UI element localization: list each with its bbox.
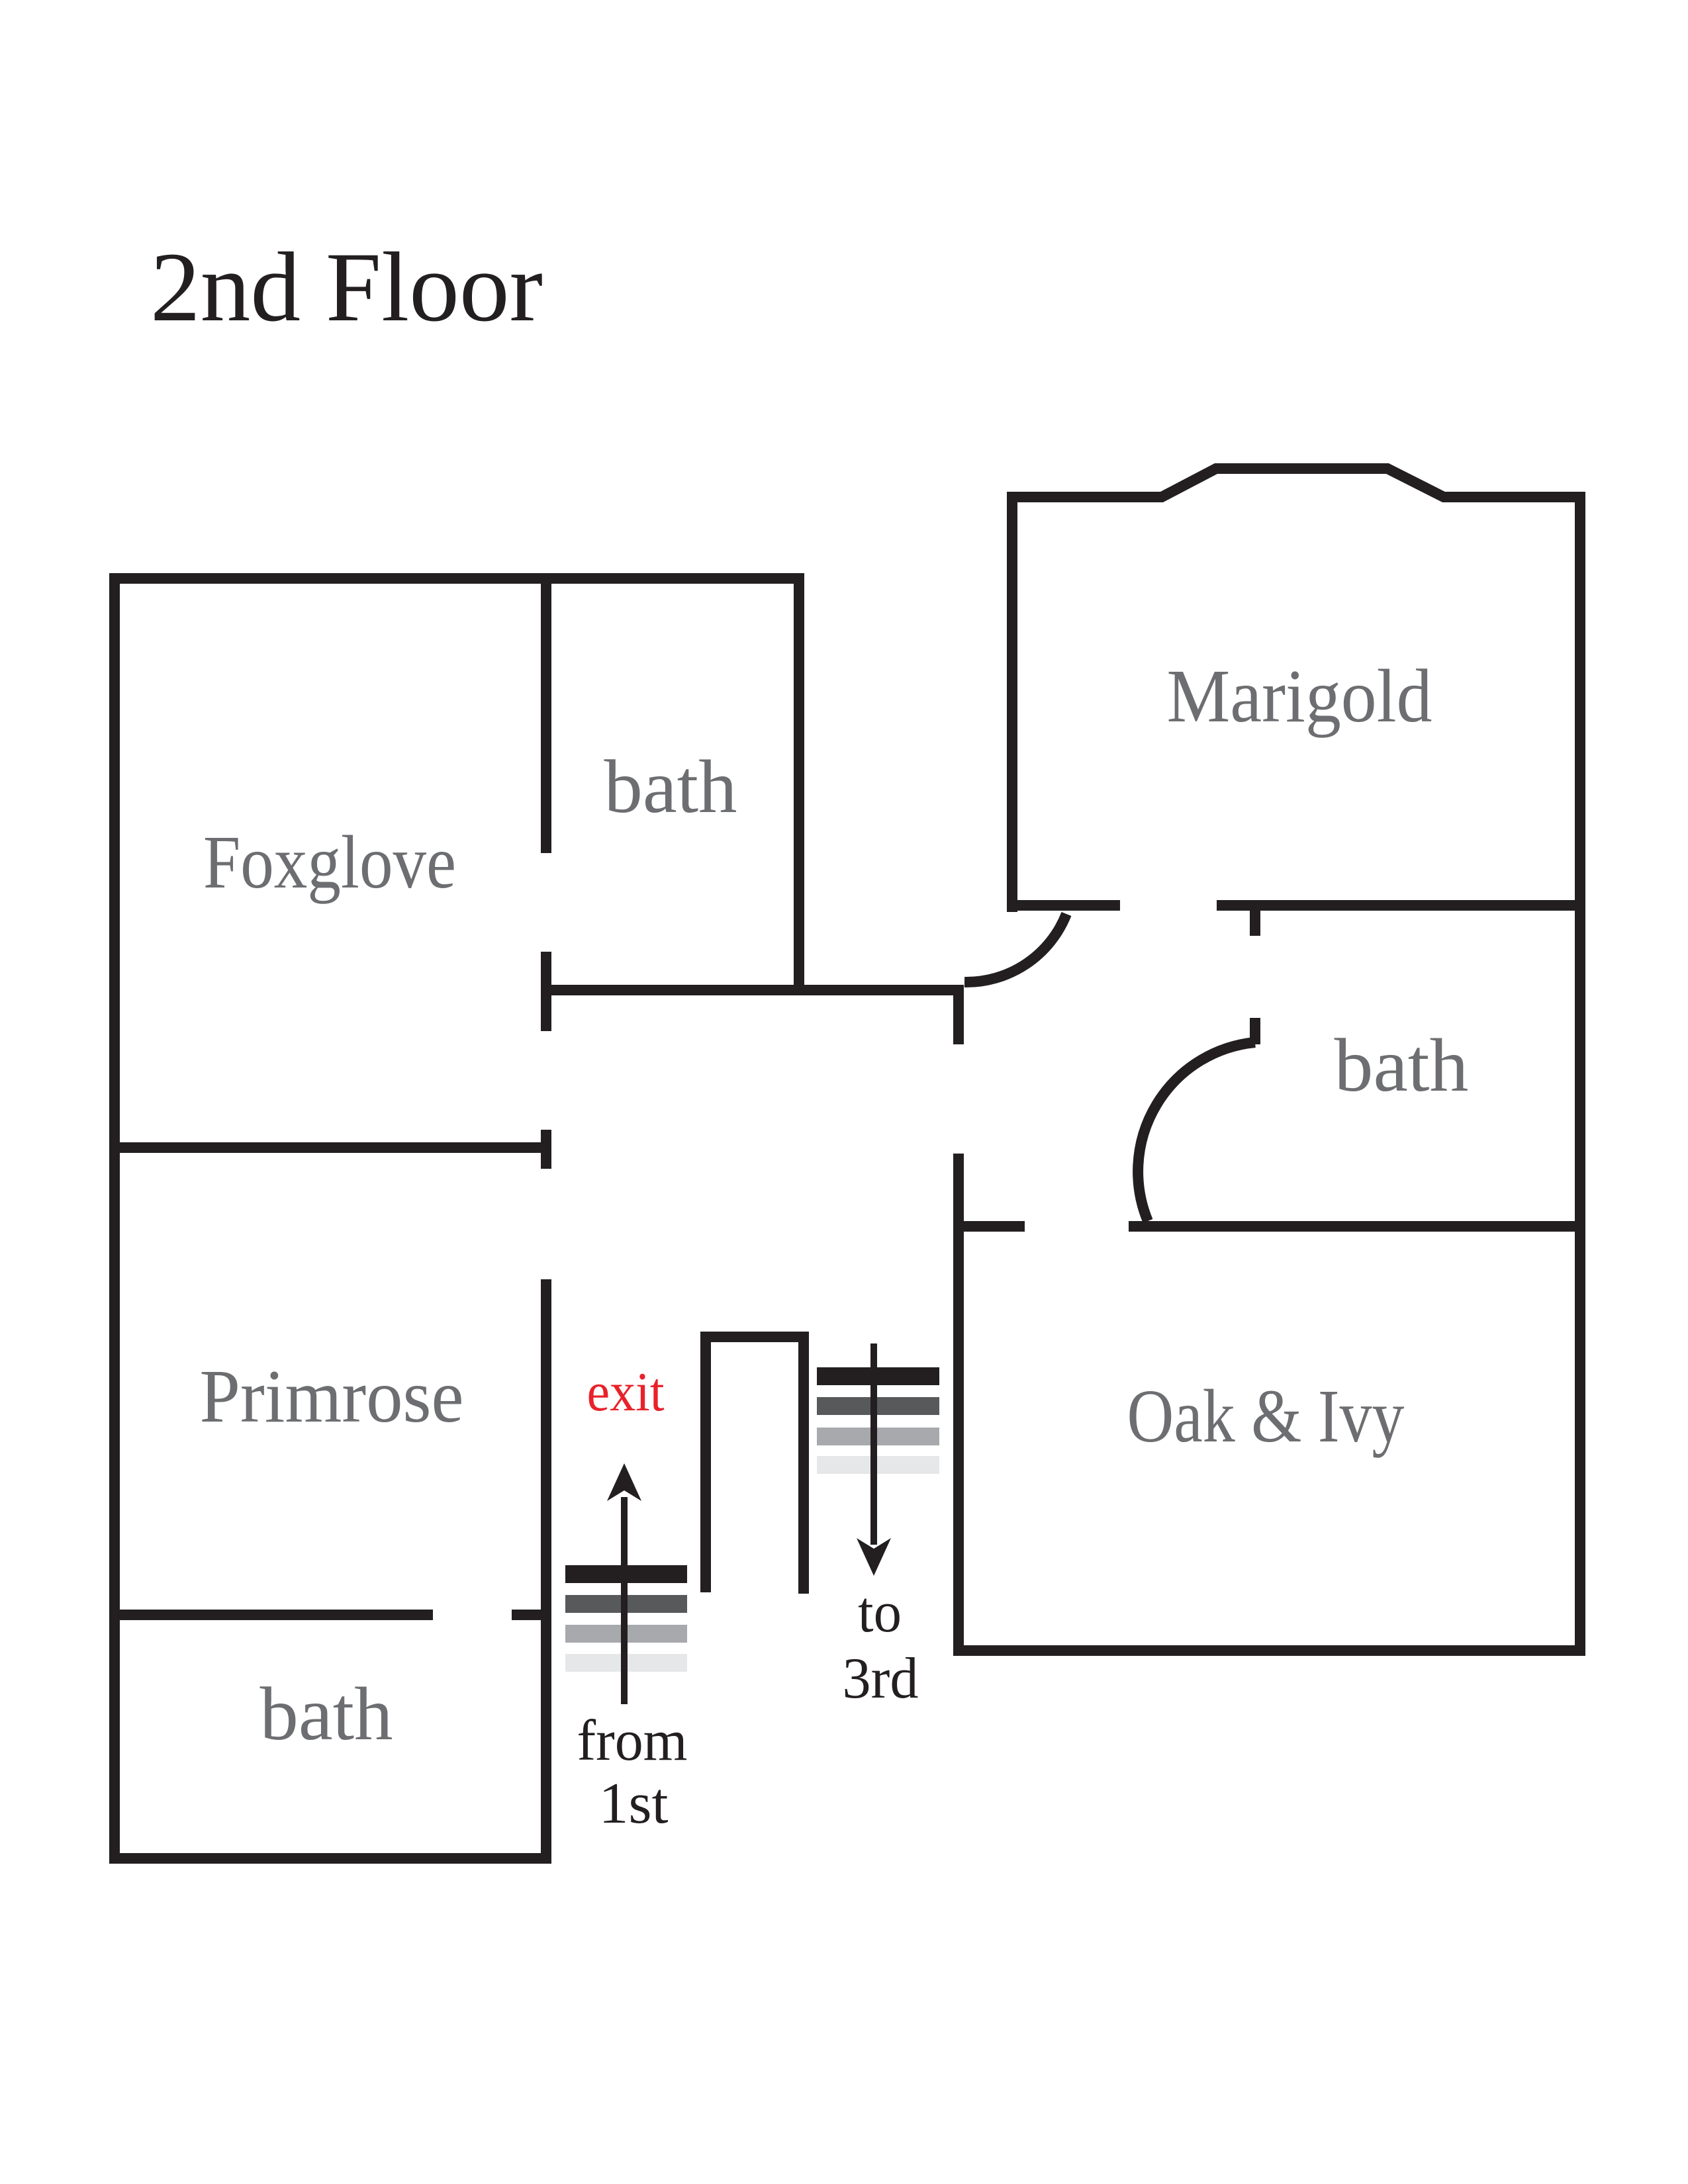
stair-to-3rd-step-1 xyxy=(817,1367,939,1385)
label-bath-bottom: bath xyxy=(260,1672,393,1756)
label-marigold: Marigold xyxy=(1167,654,1432,738)
label-bath-right: bath xyxy=(1335,1023,1469,1107)
arrow-up-exit-head xyxy=(607,1463,641,1501)
marigold-door-swing xyxy=(964,911,1072,988)
label-exit: exit xyxy=(587,1361,665,1423)
label-1st: 1st xyxy=(599,1772,669,1836)
label-to: to xyxy=(858,1580,902,1645)
door-swings-group xyxy=(964,911,1256,1224)
label-foxglove: Foxglove xyxy=(203,820,456,904)
stair-to-3rd-step-4 xyxy=(817,1456,939,1474)
label-3rd: 3rd xyxy=(843,1647,919,1711)
label-oak-ivy: Oak & Ivy xyxy=(1127,1374,1405,1458)
bath-right-door-swing xyxy=(1133,1037,1256,1224)
labels-group: 2nd FloorFoxglovebathMarigoldbathPrimros… xyxy=(150,232,1469,1836)
label-from: from xyxy=(577,1709,688,1773)
arrows-group xyxy=(607,1343,891,1704)
walls-group xyxy=(109,463,1585,1864)
page-title: 2nd Floor xyxy=(150,232,543,342)
label-bath-top: bath xyxy=(604,745,737,829)
label-primrose: Primrose xyxy=(200,1354,464,1438)
arrow-down-to-3rd-head xyxy=(857,1538,891,1576)
stair-to-3rd-step-3 xyxy=(817,1428,939,1445)
wall-marigold-top-bay xyxy=(1007,463,1585,502)
stair-to-3rd-step-2 xyxy=(817,1397,939,1415)
